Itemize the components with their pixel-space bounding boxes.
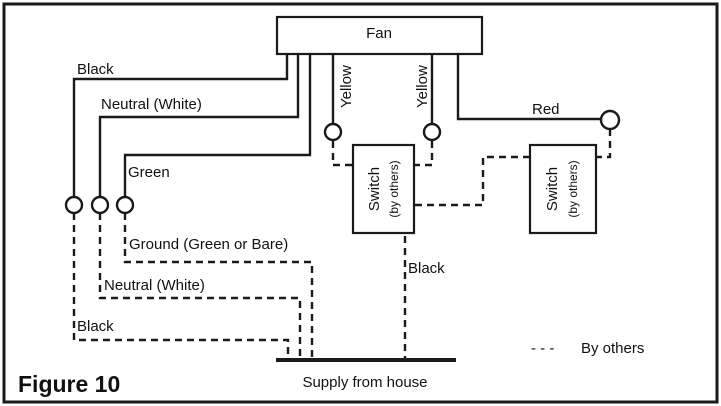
switch-2-top-link (596, 129, 612, 159)
supply-bar (276, 358, 456, 362)
green-wire (123, 54, 312, 196)
black-switch-supply-label: Black (408, 260, 445, 277)
switch-2-label: Switch (544, 167, 561, 211)
legend-dash-symbol: - - - (531, 340, 554, 357)
fan-label: Fan (366, 25, 392, 42)
black-wire-label: Black (77, 61, 114, 78)
ground-supply-wire (123, 213, 314, 360)
supply-label: Supply from house (302, 374, 427, 391)
switch-1-label: Switch (366, 167, 383, 211)
green-terminal (115, 195, 135, 215)
neutral-wire-label: Neutral (White) (101, 96, 202, 113)
legend-text: By others (581, 340, 644, 357)
black-supply-wire (72, 213, 290, 360)
ground-supply-label: Ground (Green or Bare) (129, 236, 288, 253)
yellow-wire-2-label: Yellow (414, 65, 431, 108)
fan-box (275, 15, 484, 56)
black-wire (72, 54, 289, 196)
black-supply-label: Black (77, 318, 114, 335)
switch-2-box (528, 143, 598, 235)
figure-title: Figure 10 (18, 371, 120, 397)
switch-1-box (351, 143, 416, 235)
switch-1-link-right (414, 141, 434, 167)
yellow-wire-1-label: Yellow (338, 65, 355, 108)
black-terminal (64, 195, 84, 215)
switch-1-link-left (331, 141, 353, 167)
neutral-supply-wire (98, 213, 302, 360)
switch-2-sublabel: (by others) (566, 160, 580, 217)
red-wire-label: Red (532, 101, 560, 118)
red-wire (456, 54, 601, 121)
green-wire-label: Green (128, 164, 170, 181)
yellow-terminal-1 (323, 122, 343, 142)
yellow-terminal-2 (422, 122, 442, 142)
switch-1-sublabel: (by others) (387, 160, 401, 217)
neutral-supply-label: Neutral (White) (104, 277, 205, 294)
red-terminal (599, 109, 621, 131)
neutral-wire (98, 54, 300, 196)
neutral-terminal (90, 195, 110, 215)
